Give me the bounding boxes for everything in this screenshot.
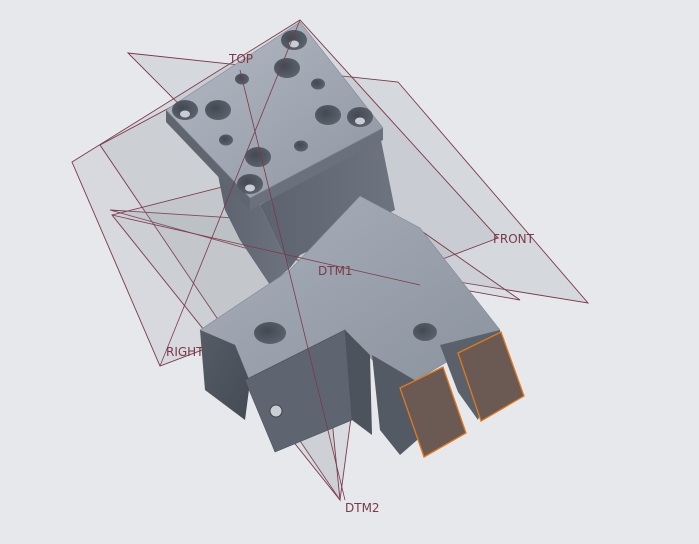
body-left-side bbox=[200, 330, 250, 420]
front-block-side bbox=[345, 330, 372, 435]
datum-edges-over bbox=[111, 19, 421, 501]
datum-label-dtm1[interactable]: DTM1 bbox=[318, 264, 353, 278]
mounting-plate-top[interactable] bbox=[165, 21, 384, 199]
part-web-side bbox=[260, 135, 395, 268]
part-web-front bbox=[218, 175, 290, 285]
front-small-hole bbox=[269, 404, 283, 418]
datum-label-dtm2[interactable]: DTM2 bbox=[345, 501, 380, 515]
datum-label-right[interactable]: RIGHT bbox=[166, 345, 204, 359]
selected-face-right[interactable] bbox=[457, 331, 525, 422]
body-slot-left bbox=[254, 322, 286, 344]
selected-face-left[interactable] bbox=[399, 366, 467, 458]
plate-side-front bbox=[250, 128, 383, 210]
plate-holes bbox=[172, 30, 373, 194]
datum-label-front[interactable]: FRONT bbox=[493, 232, 535, 246]
datum-label-top[interactable]: TOP bbox=[228, 52, 253, 66]
plate-side-left bbox=[166, 110, 250, 210]
body-slot-right bbox=[413, 323, 437, 341]
part-model[interactable] bbox=[165, 21, 525, 458]
